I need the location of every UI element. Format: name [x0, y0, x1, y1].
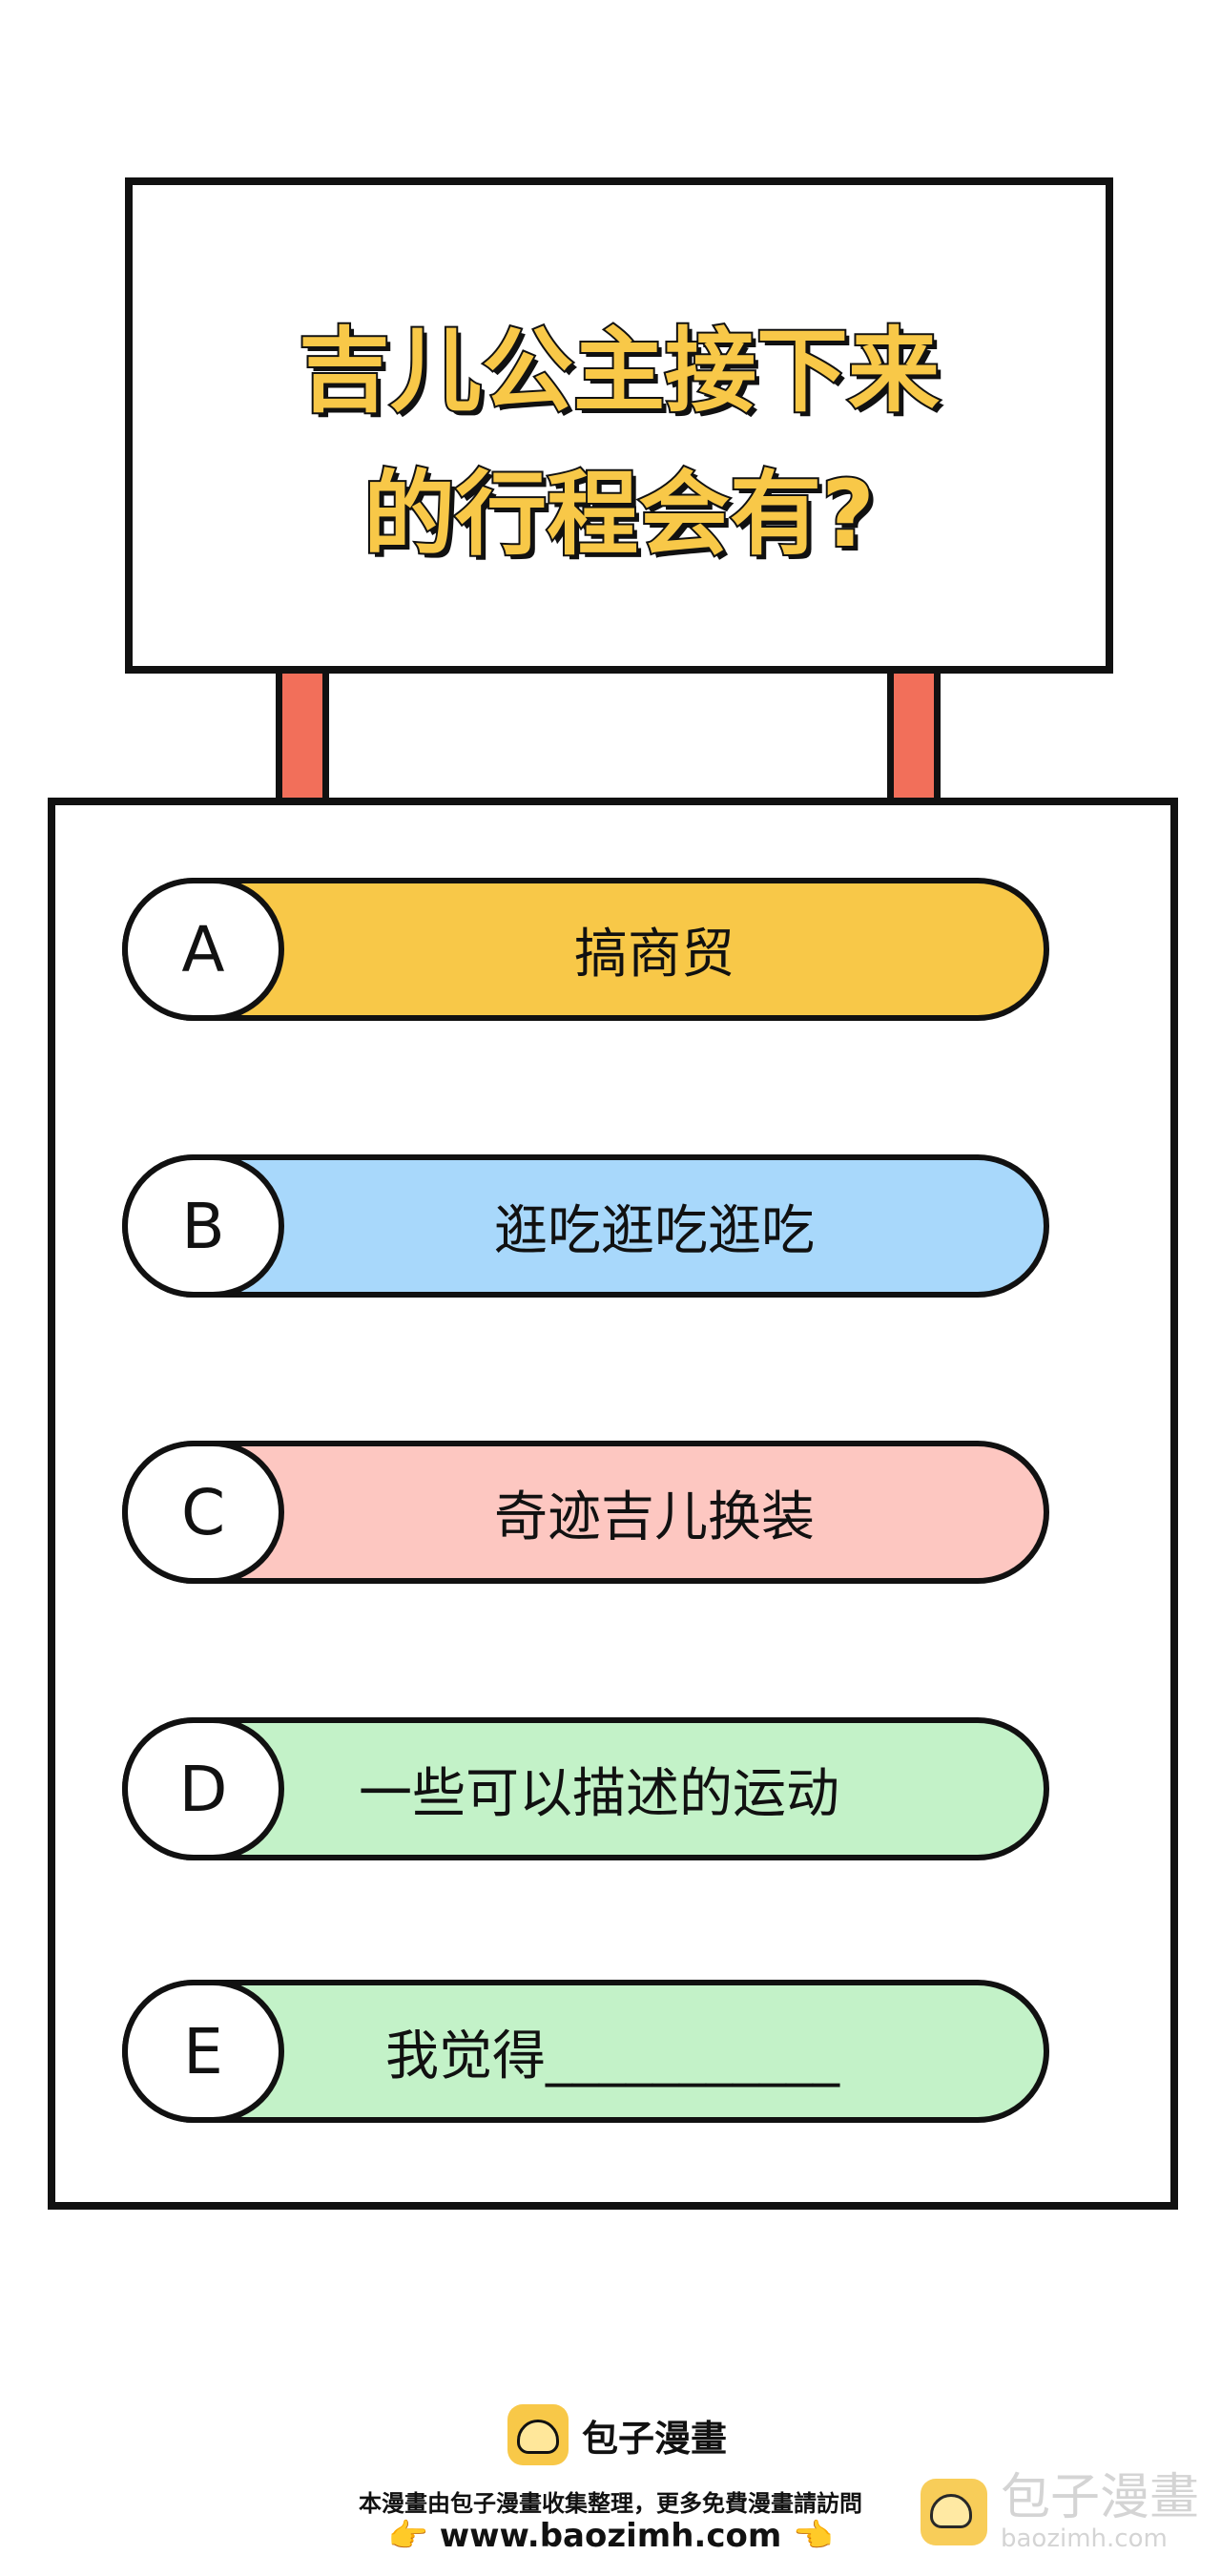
option-text: 我觉得___________: [385, 2025, 839, 2088]
watermark-sub: baozimh.com: [1001, 2524, 1168, 2553]
footer-site-link[interactable]: www.baozimh.com: [439, 2517, 782, 2555]
option-d[interactable]: D 一些可以描述的运动: [122, 1717, 1049, 1860]
option-b[interactable]: B 逛吃逛吃逛吃: [122, 1154, 1049, 1298]
footer-logo[interactable]: 包子漫畫: [507, 2404, 727, 2465]
option-letter: B: [122, 1154, 284, 1298]
footer-notice: 本漫畫由包子漫畫收集整理，更多免費漫畫請訪問: [359, 2490, 862, 2517]
option-text: 奇迹吉儿换装: [494, 1485, 815, 1548]
footer-site[interactable]: 👉 www.baozimh.com 👈: [0, 2517, 1221, 2555]
option-letter: C: [122, 1441, 284, 1584]
bun-logo-icon: [507, 2404, 569, 2465]
sign-post-left: [276, 674, 329, 798]
option-text: 搞商贸: [574, 923, 735, 986]
watermark-main: 包子漫畫: [1001, 2469, 1200, 2526]
title-line-2: 的行程会有?: [362, 459, 877, 570]
option-text: 一些可以描述的运动: [359, 1762, 839, 1825]
option-a[interactable]: A 搞商贸: [122, 878, 1049, 1021]
option-letter: A: [122, 878, 284, 1021]
question-title: 吉儿公主接下来 的行程会有?: [133, 300, 1106, 586]
option-letter: D: [122, 1717, 284, 1860]
pointing-left-icon: 👈: [793, 2517, 834, 2555]
option-text: 逛吃逛吃逛吃: [494, 1199, 815, 1262]
pointing-right-icon: 👉: [387, 2517, 428, 2555]
title-line-1: 吉儿公主接下来: [297, 316, 942, 426]
option-letter: E: [122, 1980, 284, 2123]
option-c[interactable]: C 奇迹吉儿换装: [122, 1441, 1049, 1584]
option-e[interactable]: E 我觉得___________: [122, 1980, 1049, 2123]
footer-logo-text: 包子漫畫: [582, 2417, 728, 2460]
sign-post-right: [887, 674, 941, 798]
watermark: 包子漫畫 baozimh.com: [921, 2471, 1199, 2553]
watermark-bun-icon: [921, 2479, 987, 2545]
question-sign: 吉儿公主接下来 的行程会有?: [125, 177, 1113, 674]
